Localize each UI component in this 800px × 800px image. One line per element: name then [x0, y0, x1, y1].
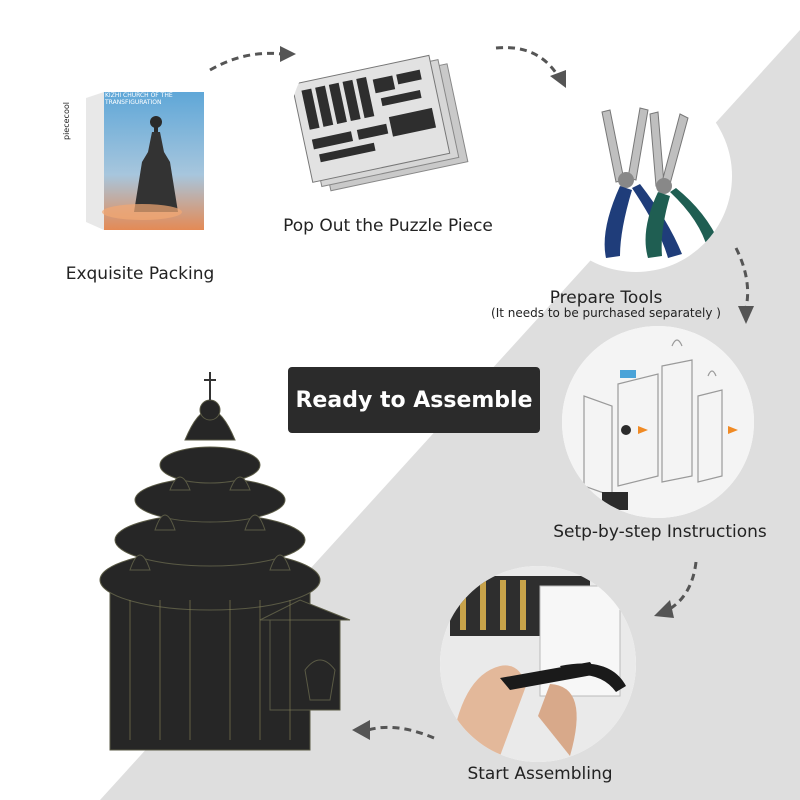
box-brand-text: piececool — [62, 102, 71, 140]
puzzle-sheets-circle — [290, 28, 480, 218]
arrow-tools-to-instructions — [734, 247, 754, 324]
packing-box-image — [86, 92, 204, 230]
caption-prepare-tools: Prepare Tools — [549, 288, 663, 308]
tools-circle — [540, 80, 732, 272]
caption-pop-out: Pop Out the Puzzle Piece — [283, 216, 493, 236]
arrow-instructions-to-assembling — [654, 561, 698, 618]
assembled-church-model — [99, 372, 351, 751]
assembling-circle — [440, 566, 636, 762]
hands-assembling-image — [440, 566, 636, 762]
metal-sheets-image — [291, 54, 469, 192]
caption-start-assembling: Start Assembling — [467, 764, 613, 784]
box-title-text: KIZHI CHURCH OF THE TRANSFIGURATION — [105, 92, 173, 106]
instruction-diagram-image — [562, 326, 754, 518]
pliers-image — [601, 107, 720, 258]
tools-note: (It needs to be purchased separately ) — [491, 306, 721, 320]
packing-circle — [42, 62, 238, 258]
caption-instructions: Setp-by-step Instructions — [553, 522, 767, 542]
arrow-puzzle-to-tools — [495, 46, 566, 88]
arrow-packing-to-puzzle — [209, 46, 296, 72]
ready-to-assemble-banner: Ready to Assemble — [288, 367, 540, 433]
arrow-assembling-to-model — [352, 720, 435, 740]
instructions-circle — [562, 326, 754, 518]
caption-exquisite-packing: Exquisite Packing — [65, 264, 215, 284]
